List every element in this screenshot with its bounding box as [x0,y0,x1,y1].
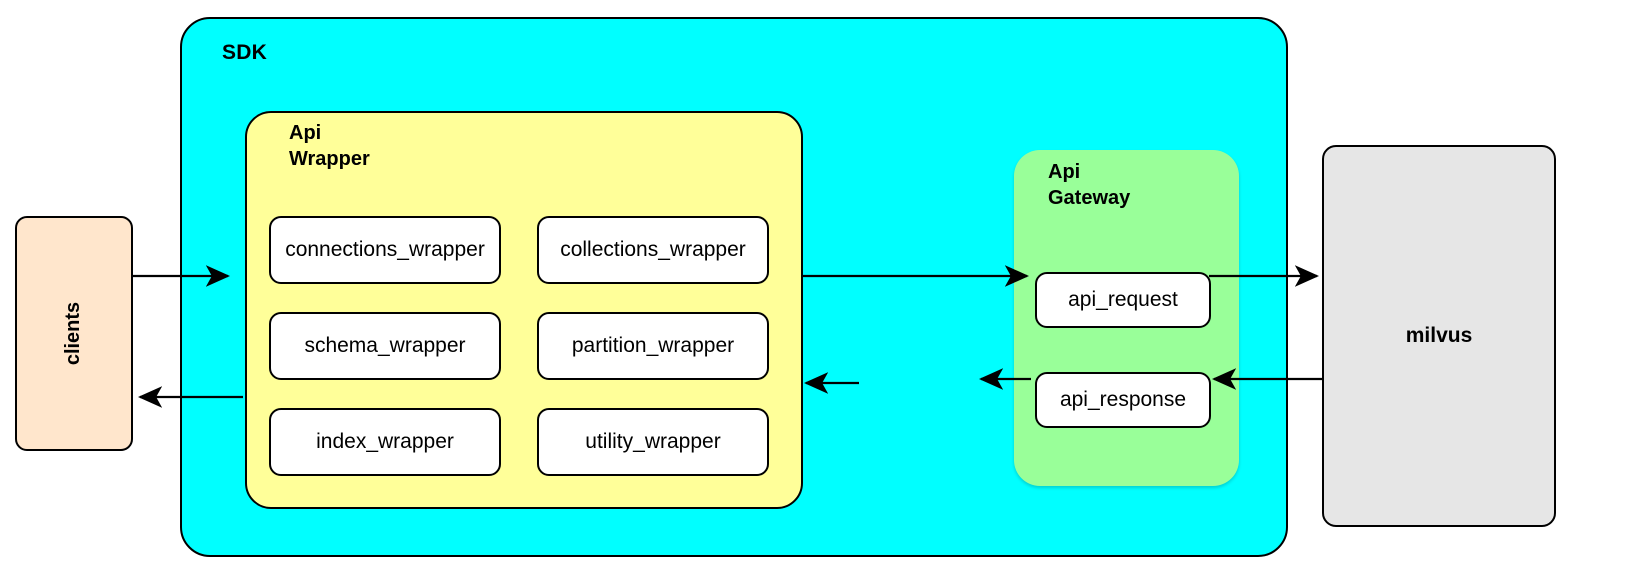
api-wrapper-container[interactable]: Api Wrapper connections_wrapper collecti… [245,111,803,509]
module-label: collections_wrapper [560,238,746,261]
module-schema-wrapper[interactable]: schema_wrapper [269,312,501,380]
module-collections-wrapper[interactable]: collections_wrapper [537,216,769,284]
module-label: schema_wrapper [304,334,466,357]
api-request-label: api_request [1068,288,1178,311]
api-wrapper-label-line1: Api [289,122,322,144]
module-connections-wrapper[interactable]: connections_wrapper [269,216,501,284]
api-gateway-label: Api Gateway [1048,160,1178,211]
module-partition-wrapper[interactable]: partition_wrapper [537,312,769,380]
module-utility-wrapper[interactable]: utility_wrapper [537,408,769,476]
module-label: utility_wrapper [585,430,721,453]
module-label: partition_wrapper [571,334,735,357]
module-label: connections_wrapper [285,238,485,261]
api-response-label: api_response [1059,388,1187,411]
sdk-container[interactable]: SDK Api Wrapper connections_wrapper coll… [180,17,1288,557]
sdk-label: SDK [222,41,267,64]
clients-node[interactable]: clients [15,216,133,451]
module-index-wrapper[interactable]: index_wrapper [269,408,501,476]
api-gateway-label-line1: Api [1048,161,1081,183]
api-gateway-label-line2: Gateway [1048,186,1131,209]
milvus-label: milvus [1405,324,1473,347]
module-label: index_wrapper [316,430,454,453]
api-response-node[interactable]: api_response [1035,372,1211,428]
api-request-node[interactable]: api_request [1035,272,1211,328]
api-gateway-container[interactable]: Api Gateway api_request api_response [1014,150,1239,486]
clients-label: clients [62,301,85,366]
api-wrapper-label: Api Wrapper [289,121,419,172]
api-wrapper-label-line2: Wrapper [289,147,370,170]
milvus-node[interactable]: milvus [1322,145,1556,527]
